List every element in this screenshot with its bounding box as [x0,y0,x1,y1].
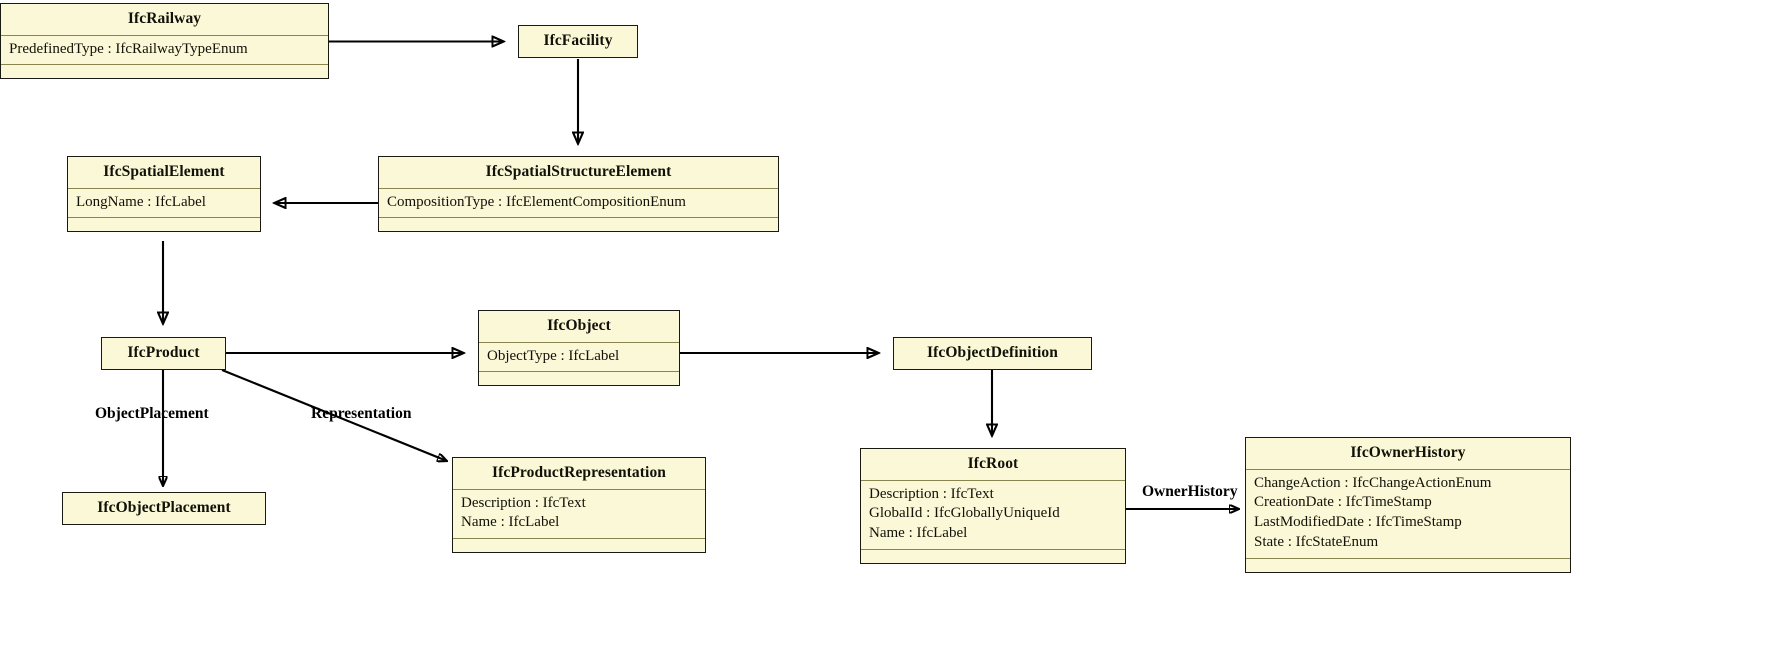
class-operations-ifcproductrepresentation [453,538,705,552]
edge-label-object-placement: ObjectPlacement [95,405,209,422]
class-attributes-ifcroot: Description : IfcText GlobalId : IfcGlob… [861,479,1125,549]
class-title-ifcobject: IfcObject [547,317,611,334]
class-box-ifcrailway[interactable]: IfcRailway PredefinedType : IfcRailwayTy… [0,3,329,80]
attribute-row: PredefinedType : IfcRailwayTypeEnum [9,40,248,57]
class-operations-ifcspatialstructureelement [379,217,778,231]
class-attributes-ifcspatialelement: LongName : IfcLabel [68,187,260,218]
attribute-row: CompositionType : IfcElementCompositionE… [387,193,686,210]
class-box-ifcspatialstructureelement[interactable]: IfcSpatialStructureElement CompositionTy… [378,156,779,233]
class-title-ifcproduct: IfcProduct [127,344,200,361]
class-box-ifcobjectplacement[interactable]: IfcObjectPlacement [62,492,266,525]
class-title-ifcspatialelement: IfcSpatialElement [103,163,225,180]
attribute-row: State : IfcStateEnum [1254,533,1379,550]
class-operations-ifcrailway [1,64,328,78]
class-title-ifcroot: IfcRoot [967,455,1019,472]
class-operations-ifcspatialelement [68,217,260,231]
attribute-row: Name : IfcLabel [461,514,560,531]
attribute-row: LongName : IfcLabel [76,193,206,210]
class-title-ifcownerhistory: IfcOwnerHistory [1350,444,1466,461]
class-box-ifcfacility[interactable]: IfcFacility [518,25,638,58]
class-operations-ifcownerhistory [1246,557,1570,572]
attribute-row: Name : IfcLabel [869,525,968,542]
class-attributes-ifcproductrepresentation: Description : IfcText Name : IfcLabel [453,488,705,539]
class-title-ifcrailway: IfcRailway [127,10,202,27]
class-box-ifcobjectdefinition[interactable]: IfcObjectDefinition [893,337,1092,370]
class-title-ifcobjectdefinition: IfcObjectDefinition [926,344,1059,361]
class-attributes-ifcspatialstructureelement: CompositionType : IfcElementCompositionE… [379,187,778,218]
class-box-ifcspatialelement[interactable]: IfcSpatialElement LongName : IfcLabel [67,156,261,233]
class-title-ifcproductrepresentation: IfcProductRepresentation [491,464,667,481]
attribute-row: CreationDate : IfcTimeStamp [1254,494,1432,511]
class-box-ifcroot[interactable]: IfcRoot Description : IfcText GlobalId :… [860,448,1126,564]
class-box-ifcobject[interactable]: IfcObject ObjectType : IfcLabel [478,310,680,387]
class-box-ifcproductrepresentation[interactable]: IfcProductRepresentation Description : I… [452,457,706,554]
class-attributes-ifcrailway: PredefinedType : IfcRailwayTypeEnum [1,34,328,65]
attribute-row: LastModifiedDate : IfcTimeStamp [1254,514,1462,531]
attribute-row: ObjectType : IfcLabel [487,347,620,364]
class-box-ifcownerhistory[interactable]: IfcOwnerHistory ChangeAction : IfcChange… [1245,437,1571,573]
attribute-row: ChangeAction : IfcChangeActionEnum [1254,474,1492,491]
class-title-ifcfacility: IfcFacility [543,32,613,49]
class-title-ifcspatialstructureelement: IfcSpatialStructureElement [485,163,672,180]
attribute-row: Description : IfcText [461,494,586,511]
class-title-ifcobjectplacement: IfcObjectPlacement [97,499,231,516]
class-attributes-ifcownerhistory: ChangeAction : IfcChangeActionEnum Creat… [1246,468,1570,558]
class-operations-ifcobject [479,371,679,385]
attribute-row: Description : IfcText [869,485,994,502]
class-attributes-ifcobject: ObjectType : IfcLabel [479,341,679,372]
edge-label-owner-history: OwnerHistory [1142,483,1238,500]
class-box-ifcproduct[interactable]: IfcProduct [101,337,226,370]
edge-label-representation: Representation [311,405,412,422]
attribute-row: GlobalId : IfcGloballyUniqueId [869,505,1060,522]
class-operations-ifcroot [861,548,1125,563]
